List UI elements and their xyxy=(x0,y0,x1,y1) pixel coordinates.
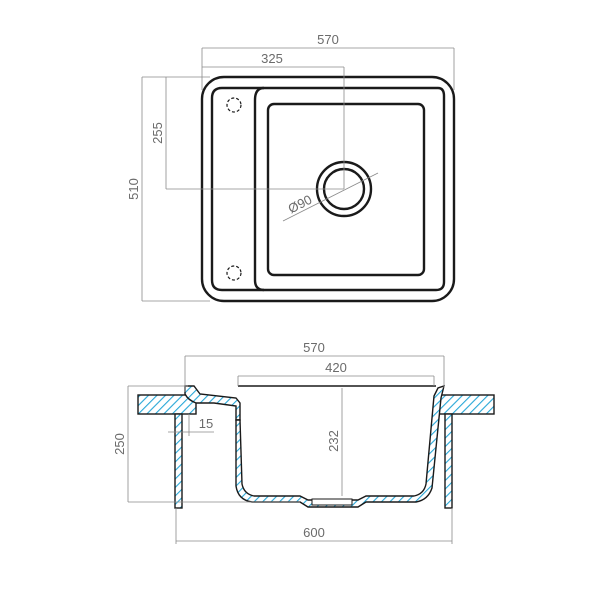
dim-bowl-width: 420 xyxy=(325,360,347,375)
dim-total-height: 250 xyxy=(112,433,127,455)
tap-hole-bottom xyxy=(226,265,242,281)
sink-section-left xyxy=(184,385,241,421)
dim-section-width: 570 xyxy=(303,340,325,355)
dim-rim-offset: 15 xyxy=(199,416,213,431)
countertop-right xyxy=(438,394,495,415)
cabinet-wall-right xyxy=(444,413,453,509)
top-view: 570 325 510 255 Ø90 xyxy=(126,32,456,303)
section-view: 570 420 232 250 15 600 xyxy=(112,340,495,544)
cabinet-wall-left xyxy=(174,413,183,509)
dim-top-depth: 510 xyxy=(126,178,141,200)
tap-hole-top xyxy=(226,97,242,113)
sink-inner-outline xyxy=(210,86,446,292)
bowl-inner xyxy=(266,102,426,277)
dim-bowl-depth: 232 xyxy=(326,430,341,452)
bowl-edge xyxy=(253,86,265,292)
dim-top-width: 570 xyxy=(317,32,339,47)
dim-drain-offset-x: 325 xyxy=(261,51,283,66)
dim-drain-offset-y: 255 xyxy=(150,122,165,144)
dim-cabinet-width: 600 xyxy=(303,525,325,540)
drain-opening xyxy=(311,498,353,506)
countertop-left xyxy=(137,394,197,415)
